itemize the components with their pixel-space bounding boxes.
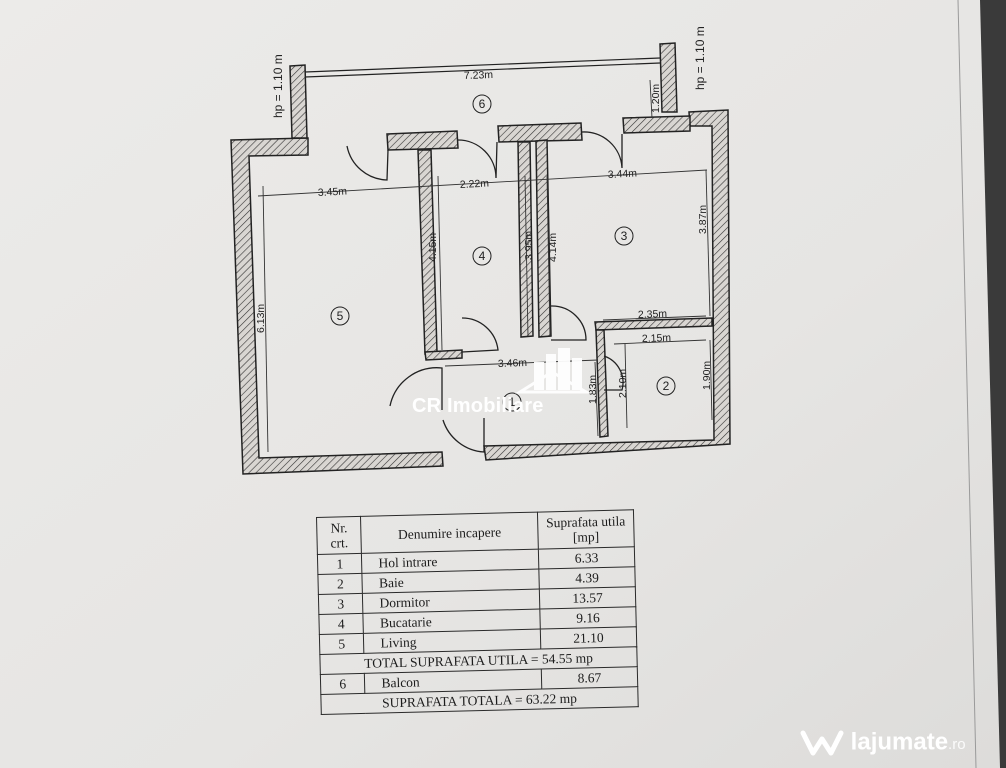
dim-balcony-width: 7.23m xyxy=(464,69,494,82)
doors xyxy=(346,131,624,453)
dim-bath-depth-left: 2.10m xyxy=(617,369,629,398)
lajumate-logo-icon xyxy=(800,730,844,756)
balcony-rail-inner xyxy=(304,62,661,78)
building-logo-icon xyxy=(514,348,592,394)
hp-right-label: hp = 1.10 m xyxy=(693,26,707,90)
door-entrance xyxy=(442,418,485,453)
door-bedroom-hall xyxy=(550,305,587,341)
dim-kitchen-left: 4.15m xyxy=(427,233,439,262)
row-area: 9.16 xyxy=(539,606,637,630)
wall-stub-b xyxy=(497,122,583,143)
dimension-lines xyxy=(257,79,713,453)
dim-kitchen-right: 3.95m xyxy=(523,231,535,260)
paper-edge-line xyxy=(957,0,977,768)
room-number-4: 4 xyxy=(479,249,486,263)
wall-kitchen-bottom xyxy=(424,349,463,361)
row-area: 4.39 xyxy=(538,566,636,590)
dim-balcony-depth: 1.20m xyxy=(650,84,662,113)
dim-living-length: 6.13m xyxy=(255,304,267,333)
door-kitchen-hall xyxy=(461,317,499,353)
header-name: Denumire incapere xyxy=(360,512,539,554)
row-area: 21.10 xyxy=(540,626,637,650)
header-nr: Nr. crt. xyxy=(316,516,362,555)
wall-left-outer xyxy=(230,137,444,475)
dim-hall-depth: 1.83m xyxy=(587,375,599,404)
wall-right-bottom-outer xyxy=(483,109,731,461)
row-nr: 2 xyxy=(317,573,363,595)
dim-bedroom-width: 3.44m xyxy=(608,167,638,181)
wall-kitchen-bedroom-a xyxy=(517,141,534,338)
balcony-parapet-left xyxy=(289,64,308,139)
door-kitchen xyxy=(457,139,498,179)
dim-bedroom-left: 4.14m xyxy=(547,233,559,262)
door-bath xyxy=(603,355,624,391)
row-nr: 4 xyxy=(318,613,364,635)
lajumate-brand[interactable]: lajumate.ro xyxy=(800,728,966,757)
brand-tld: .ro xyxy=(948,736,966,753)
room-area-table: Nr. crt. Denumire incapere Suprafata uti… xyxy=(316,509,639,715)
room-number-6: 6 xyxy=(479,97,486,111)
row-nr: 6 xyxy=(320,673,366,695)
row-nr: 3 xyxy=(318,593,364,615)
row-area: 8.67 xyxy=(541,666,638,690)
wall-stub-a xyxy=(386,130,459,151)
hp-left-label: hp = 1.10 m xyxy=(271,54,285,118)
walls xyxy=(230,42,731,475)
brand-name: lajumate xyxy=(850,728,949,756)
door-living xyxy=(346,145,389,181)
door-bedroom xyxy=(581,131,623,169)
room-number-1: 1 xyxy=(509,395,516,409)
dim-bedroom-right: 3.87m xyxy=(697,205,709,234)
dim-bath-depth: 1.90m xyxy=(701,361,713,390)
row-nr: 5 xyxy=(319,633,365,655)
dim-kitchen-width: 2.22m xyxy=(460,177,490,191)
room-markers: 1 2 3 4 5 6 xyxy=(330,94,676,412)
row-area: 6.33 xyxy=(538,546,635,570)
dim-living-width: 3.45m xyxy=(318,185,348,199)
watermark-text: CR Imobiliare xyxy=(412,395,544,417)
wall-bath-top xyxy=(594,317,713,331)
door-living-hall xyxy=(389,367,443,410)
dim-bath-top: 2.35m xyxy=(638,308,668,321)
dim-bath-inner: 2.15m xyxy=(642,332,672,345)
row-nr: 1 xyxy=(317,553,363,575)
balcony-parapet-right xyxy=(659,42,678,113)
room-number-3: 3 xyxy=(621,229,628,243)
balcony-rail-top xyxy=(304,57,661,73)
wall-stub-c xyxy=(622,115,691,134)
dim-hall-width: 3.46m xyxy=(498,357,528,370)
dimension-labels: 7.23m 1.20m 3.45m 2.22m 3.44m 6.13m 4.15… xyxy=(255,26,713,404)
header-area: Suprafata utila [mp] xyxy=(537,509,635,550)
row-area: 13.57 xyxy=(539,586,636,610)
room-number-2: 2 xyxy=(663,379,670,393)
room-number-5: 5 xyxy=(337,309,344,323)
